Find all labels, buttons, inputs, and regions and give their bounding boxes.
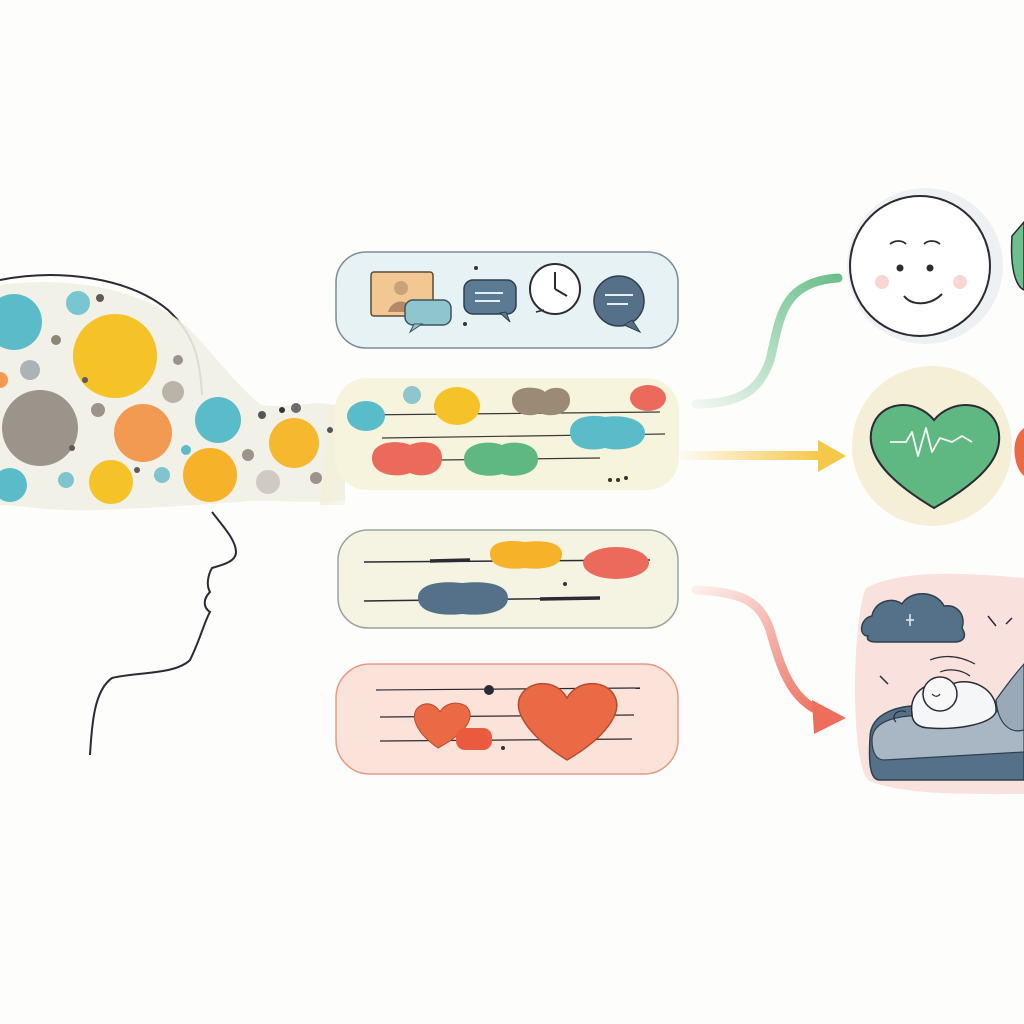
smiley-face-icon [875, 240, 967, 305]
arrow-to-sleep [691, 585, 846, 734]
chat-bubble-icon [463, 279, 517, 323]
panel-stress-signals [337, 529, 679, 629]
restful-sleep-outcome [855, 573, 1024, 795]
heartbeat-heart-icon [869, 404, 1001, 510]
panel-love-feelings [335, 663, 679, 775]
panel-mixed-thoughts [335, 378, 679, 490]
large-heart-icon [517, 683, 618, 761]
arrow-to-happy [691, 273, 843, 409]
panel-communication [335, 251, 679, 349]
chat-bubble-icon [404, 299, 452, 334]
chat-bubble-icon [593, 275, 645, 334]
healthy-heart-outcome [852, 366, 1024, 526]
head-profile-icon [0, 274, 345, 756]
happy-face-outcome [847, 188, 1024, 344]
arrow-to-heart [680, 440, 846, 472]
cloud-icon [860, 593, 966, 643]
small-heart-icon [413, 702, 492, 750]
sleeping-person-icon [868, 663, 1024, 781]
clock-icon [529, 263, 581, 315]
thought-bubbles [0, 291, 333, 504]
